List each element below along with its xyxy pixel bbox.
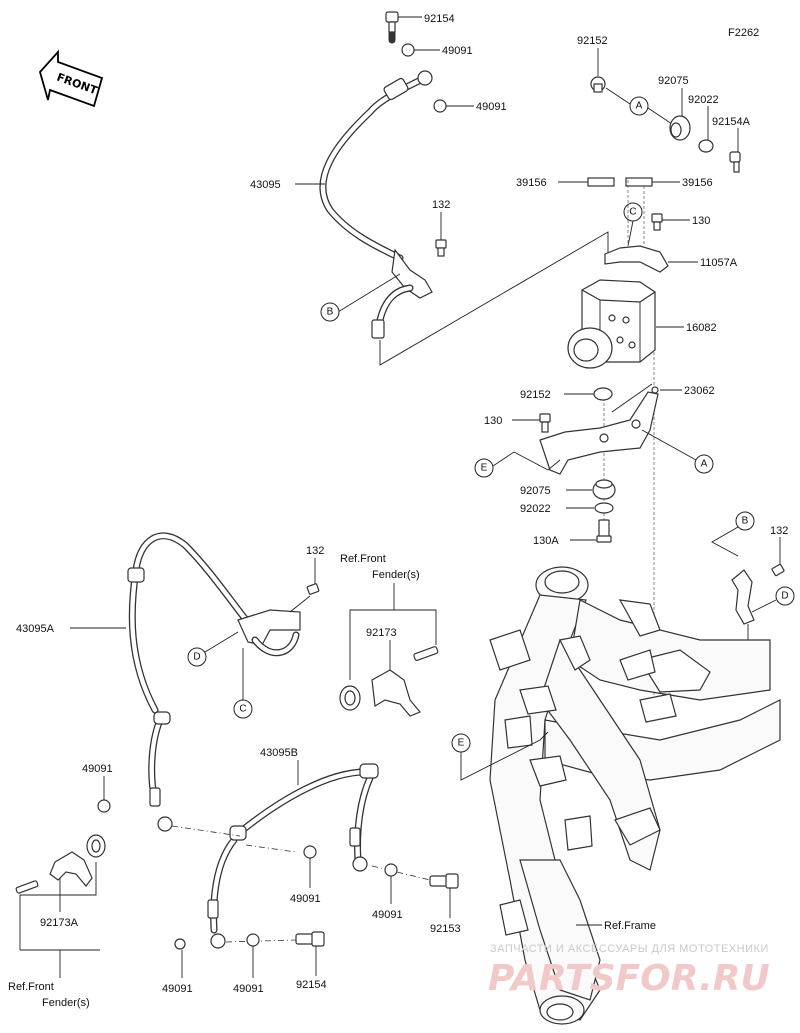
collar-92152-mid — [593, 387, 613, 401]
brake-hose-43095B — [207, 763, 379, 949]
label-ref-front-top-2: Fender(s) — [372, 569, 420, 581]
label-ref-frame: Ref.Frame — [604, 920, 656, 932]
bolt-132-c — [771, 563, 785, 577]
callout-B-upper — [320, 302, 340, 322]
label-49091-e: 49091 — [372, 909, 403, 921]
svg-text:A: A — [701, 459, 708, 470]
bolt-132-a — [435, 239, 447, 257]
label-92152-mid: 92152 — [520, 389, 551, 401]
collar-92022-top — [698, 139, 714, 153]
label-92152-top: 92152 — [577, 35, 608, 47]
washer-49091-a — [401, 43, 415, 57]
label-49091-f: 49091 — [162, 983, 193, 995]
label-ref-front-top-1: Ref.Front — [340, 553, 386, 565]
banjo-bolt-92153 — [429, 873, 459, 889]
bracket-11057A — [604, 245, 669, 273]
collar-92022-mid — [594, 502, 614, 514]
label-132-a: 132 — [432, 199, 450, 211]
washer-49091-e — [384, 863, 398, 877]
label-132-b: 132 — [306, 545, 324, 557]
svg-text:E: E — [458, 738, 465, 749]
label-92022-top: 92022 — [688, 94, 719, 106]
callout-A-upper — [629, 96, 649, 116]
banjo-bolt-92154-bottom — [295, 931, 325, 947]
label-49091-g: 49091 — [233, 983, 264, 995]
label-49091-d: 49091 — [290, 893, 321, 905]
washer-49091-g — [246, 933, 260, 947]
label-23062: 23062 — [684, 385, 715, 397]
svg-text:D: D — [781, 591, 788, 602]
label-43095B: 43095B — [260, 747, 298, 759]
grommet-92075-top — [669, 115, 691, 141]
grommet-92075-mid — [592, 479, 616, 500]
figure-code: F2262 — [728, 27, 759, 39]
bracket-11057 — [731, 569, 755, 625]
banjo-bolt-92154-top — [385, 11, 399, 33]
label-92173: 92173 — [366, 627, 397, 639]
label-49091-b: 49091 — [476, 101, 507, 113]
label-92075-top: 92075 — [658, 75, 689, 87]
label-11057A: 11057A — [700, 257, 738, 269]
label-43095A: 43095A — [16, 623, 55, 635]
svg-text:C: C — [629, 207, 636, 218]
svg-text:A: A — [636, 101, 643, 112]
label-92153: 92153 — [430, 923, 461, 935]
label-92173A: 92173A — [40, 917, 79, 929]
label-92154-top: 92154 — [424, 13, 455, 25]
svg-text:C: C — [239, 704, 246, 715]
washer-49091-f — [174, 938, 186, 950]
bolt-92152-top — [590, 76, 606, 93]
brake-hose-43095A — [127, 532, 301, 832]
washer-49091-b — [433, 99, 447, 113]
bracket-23062 — [539, 391, 659, 475]
front-direction-arrow: FRONT — [38, 49, 104, 108]
callout-B-right — [735, 511, 755, 531]
label-132-c: 132 — [770, 525, 788, 537]
motorcycle-frame — [489, 566, 781, 1025]
label-130A: 130A — [533, 535, 559, 547]
bolt-130A — [596, 519, 612, 543]
callout-A-mid — [694, 454, 714, 474]
washer-49091-d — [303, 845, 317, 859]
bolt-130-top — [651, 213, 663, 231]
washer-49091-c — [97, 799, 111, 813]
label-49091-a: 49091 — [442, 45, 473, 57]
label-92154A: 92154A — [712, 116, 751, 128]
clamp-92173A — [15, 834, 106, 894]
label-39156-right: 39156 — [682, 177, 713, 189]
callout-E-upper — [474, 458, 494, 478]
bolt-130-mid — [539, 413, 551, 433]
label-92154-bottom: 92154 — [296, 979, 327, 991]
label-92075-mid: 92075 — [520, 485, 551, 497]
label-ref-front-bot-1: Ref.Front — [8, 981, 54, 993]
svg-text:B: B — [742, 516, 749, 527]
brake-hose-43095 — [319, 18, 433, 339]
label-130-mid: 130 — [484, 415, 502, 427]
bolt-92154A — [729, 151, 741, 173]
svg-text:B: B — [327, 307, 334, 318]
bolt-132-b — [306, 583, 320, 595]
label-16082: 16082 — [686, 322, 717, 334]
clamp-92173 — [339, 646, 439, 717]
label-130-top: 130 — [692, 215, 710, 227]
callout-D-right — [775, 586, 795, 606]
watermark-line1: ЗАПЧАСТИ И АКСЕССУАРЫ ДЛЯ МОТОТЕХНИКИ — [490, 943, 769, 955]
svg-text:E: E — [481, 463, 488, 474]
pad-39156-right — [625, 177, 653, 187]
label-43095: 43095 — [250, 179, 281, 191]
watermark-line2: PARTSFOR.RU — [488, 958, 770, 999]
label-49091-c: 49091 — [82, 763, 113, 775]
pad-39156-left — [587, 177, 615, 187]
abs-unit-16082 — [567, 279, 656, 369]
label-39156-left: 39156 — [516, 177, 547, 189]
label-ref-front-bot-2: Fender(s) — [42, 997, 90, 1009]
svg-text:D: D — [193, 652, 200, 663]
label-92022-mid: 92022 — [520, 503, 551, 515]
callout-D-left — [187, 647, 207, 667]
